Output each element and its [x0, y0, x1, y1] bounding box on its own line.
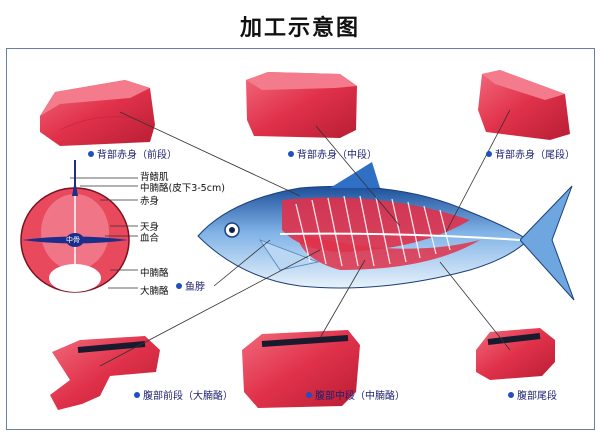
cs-blood-meat: 血合: [140, 233, 160, 244]
label-back-middle: 背部赤身（中段）: [288, 146, 377, 161]
tuna-fish: [197, 162, 575, 301]
label-neck: 鱼脖: [176, 278, 205, 293]
cut-belly-middle: [242, 330, 360, 408]
cut-belly-tail: [476, 328, 555, 380]
cs-back-fin-muscle: 背鳍肌: [140, 172, 169, 183]
cs-medium-belly: 中腩酪: [140, 268, 169, 279]
cs-large-belly: 大腩酪: [140, 286, 169, 297]
cut-back-tail: [478, 70, 570, 140]
cut-belly-front: [50, 336, 160, 410]
label-back-front: 背部赤身（前段）: [88, 146, 177, 161]
label-back-tail: 背部赤身（尾段）: [486, 146, 575, 161]
cs-spine: 中骨: [66, 236, 80, 244]
cut-back-front: [40, 80, 155, 146]
label-belly-tail: 腹部尾段: [508, 387, 557, 402]
label-belly-middle: 腹部中段（中腩酪）: [306, 387, 405, 402]
cs-upper-body: 天身: [140, 222, 160, 233]
cs-medium-fatty: 中腩酪(皮下3-5cm): [140, 183, 225, 194]
cut-back-middle: [246, 72, 357, 138]
leader-lines: [70, 109, 511, 367]
label-belly-front: 腹部前段（大腩酪）: [134, 387, 233, 402]
page-title: 加工示意图: [239, 16, 360, 41]
cs-red-meat: 赤身: [140, 196, 160, 207]
cross-section: [20, 160, 130, 293]
